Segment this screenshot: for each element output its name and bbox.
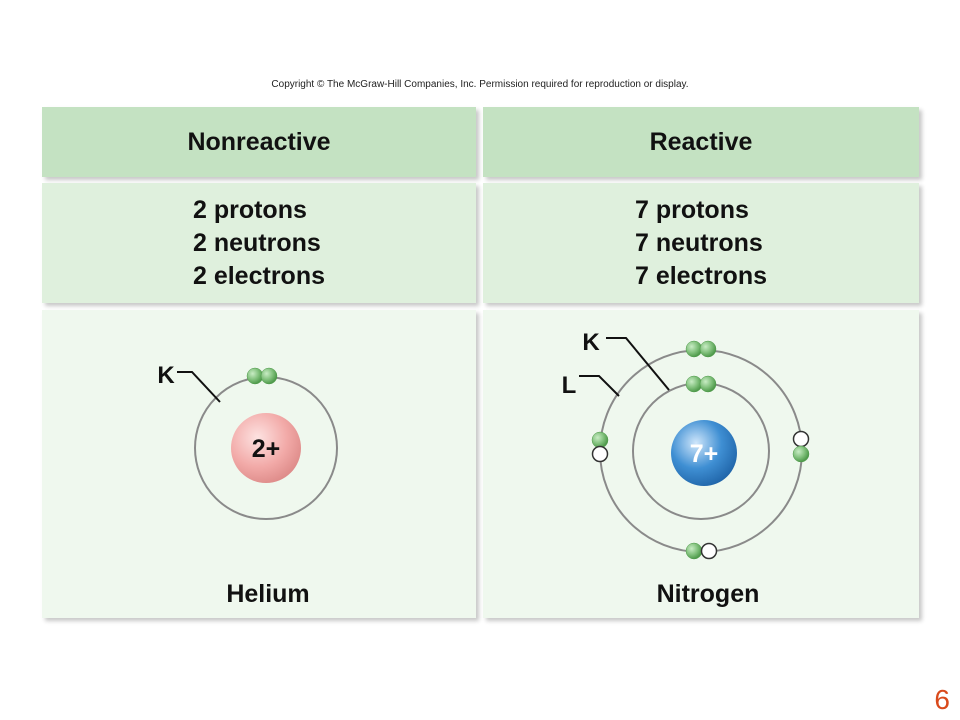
nitrogen-k-electron <box>699 375 717 393</box>
helium-counts-panel: 2 protons 2 neutrons 2 electrons <box>42 183 476 303</box>
helium-electron <box>246 367 264 385</box>
helium-nucleus-charge: 2+ <box>252 435 281 463</box>
nitrogen-k-shell-label: K <box>582 329 600 356</box>
helium-k-shell-leader <box>177 371 221 403</box>
nitrogen-l-electron <box>685 542 703 560</box>
helium-electron <box>260 367 278 385</box>
header-reactive: Reactive <box>483 107 919 177</box>
helium-atom-diagram: K 2+ Helium <box>157 362 338 608</box>
nitrogen-l-shell-label: L <box>562 372 577 399</box>
nitrogen-nucleus <box>671 420 737 486</box>
nitrogen-k-electron <box>685 375 703 393</box>
helium-diagram-panel: K 2+ Helium <box>42 310 476 618</box>
nitrogen-l-electron <box>699 340 717 358</box>
nitrogen-l-vacancy <box>700 542 718 560</box>
helium-protons: 2 protons <box>192 195 307 224</box>
header-reactive-label: Reactive <box>649 127 753 156</box>
nitrogen-l-vacancy <box>591 445 609 463</box>
helium-element-label: Helium <box>226 580 309 608</box>
nitrogen-l-electron <box>591 431 609 449</box>
helium-nucleus <box>231 413 301 483</box>
nitrogen-l-vacancy <box>792 430 810 448</box>
nitrogen-diagram-panel: K L 7+ Nitrogen <box>483 310 919 618</box>
nitrogen-k-shell-leader <box>606 337 670 391</box>
nitrogen-atom-diagram: K L 7+ Nitrogen <box>562 329 810 608</box>
copyright-notice: Copyright © The McGraw-Hill Companies, I… <box>271 79 689 90</box>
helium-neutrons: 2 neutrons <box>192 228 321 257</box>
helium-particle-counts: 2 protons 2 neutrons 2 electrons <box>193 194 325 293</box>
helium-electrons: 2 electrons <box>192 261 325 290</box>
helium-k-shell-label: K <box>157 362 175 389</box>
nitrogen-counts-panel: 7 protons 7 neutrons 7 electrons <box>483 183 919 303</box>
nitrogen-l-electron <box>792 445 810 463</box>
nitrogen-particle-counts: 7 protons 7 neutrons 7 electrons <box>635 194 767 293</box>
nitrogen-electrons: 7 electrons <box>634 261 767 290</box>
nitrogen-l-electron <box>685 340 703 358</box>
nitrogen-protons: 7 protons <box>634 195 749 224</box>
page-number: 6 <box>934 684 950 715</box>
nitrogen-nucleus-charge: 7+ <box>690 440 719 468</box>
nitrogen-element-label: Nitrogen <box>657 580 760 608</box>
header-nonreactive-label: Nonreactive <box>187 127 331 156</box>
header-nonreactive: Nonreactive <box>42 107 476 177</box>
nitrogen-l-shell-leader <box>579 375 620 397</box>
nitrogen-neutrons: 7 neutrons <box>634 228 763 257</box>
